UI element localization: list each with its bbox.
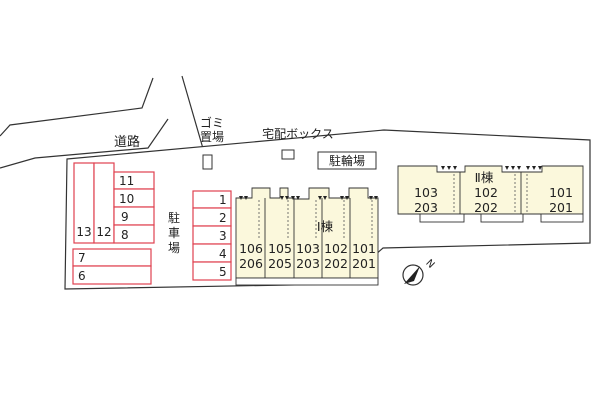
parking-label: 車 <box>168 226 180 240</box>
building-1-label: Ⅰ棟 <box>317 219 334 234</box>
parking-center-stack: 1 2 3 4 5 <box>192 190 232 281</box>
parking-number: 9 <box>121 210 129 224</box>
parking-label: 場 <box>168 241 180 255</box>
unit-upper: 101 <box>352 241 376 256</box>
unit-upper: 106 <box>239 241 263 256</box>
parking-label: 駐 <box>168 210 180 225</box>
building-1-dashes <box>258 200 373 240</box>
building-2: Ⅱ棟 103 203 102 202 101 201 <box>397 165 584 223</box>
bicycle-parking-box <box>317 151 377 170</box>
building-2-balcony <box>419 213 465 223</box>
parking-number: 4 <box>219 247 227 261</box>
garbage-label-2: 置場 <box>200 130 224 144</box>
road-label: 道路 <box>114 134 140 150</box>
garbage-label: ゴミ <box>200 115 224 130</box>
parking-number: 7 <box>78 251 86 265</box>
parking-number: 2 <box>219 211 227 225</box>
building-1-dividers <box>264 198 351 278</box>
parking-number: 6 <box>78 269 86 283</box>
unit-lower: 201 <box>352 256 376 271</box>
parking-left-horizontal: 7 6 <box>72 248 152 285</box>
parking-number: 13 <box>76 225 91 239</box>
parking-left-vertical: 13 12 <box>73 162 115 244</box>
parking-number: 5 <box>219 265 227 279</box>
unit-upper: 102 <box>474 185 498 200</box>
parking-number: 10 <box>119 192 134 206</box>
unit-upper: 105 <box>268 241 292 256</box>
unit-lower: 203 <box>414 200 438 215</box>
garbage-box <box>202 154 213 170</box>
parking-number: 3 <box>219 229 227 243</box>
unit-lower: 206 <box>239 256 263 271</box>
compass-label: N <box>423 258 436 271</box>
parking-number: 12 <box>96 225 111 239</box>
unit-lower: 201 <box>549 200 573 215</box>
unit-upper: 103 <box>414 185 438 200</box>
unit-lower: 202 <box>324 256 348 271</box>
building-2-balcony <box>540 213 584 223</box>
unit-upper: 102 <box>324 241 348 256</box>
parking-space <box>113 224 155 244</box>
bicycle-parking-label: 駐輪場 <box>329 153 365 168</box>
delivery-box-label: 宅配ボックス <box>262 126 334 141</box>
parking-number: 8 <box>121 228 129 242</box>
building-2-entrances <box>441 166 542 170</box>
parking-number: 11 <box>119 174 134 188</box>
building-2-dividers <box>459 172 522 214</box>
unit-upper: 101 <box>549 185 573 200</box>
parking-space <box>113 206 155 226</box>
unit-lower: 202 <box>474 200 498 215</box>
parking-space <box>72 265 152 285</box>
building-2-balcony <box>480 213 524 223</box>
building-1-balcony <box>235 277 379 286</box>
unit-lower: 203 <box>296 256 320 271</box>
road-lines <box>0 75 205 169</box>
building-1-entrances <box>239 196 378 200</box>
delivery-box <box>281 149 295 160</box>
parking-number: 1 <box>219 193 227 207</box>
unit-upper: 103 <box>296 241 320 256</box>
parking-space <box>192 261 232 281</box>
building-2-label: Ⅱ棟 <box>475 170 494 185</box>
unit-lower: 205 <box>268 256 292 271</box>
building-1: Ⅰ棟 106 206 105 205 103 203 102 202 101 2… <box>235 187 379 286</box>
parking-left-stack: 11 10 9 8 <box>113 171 155 244</box>
compass-icon: N <box>402 258 436 286</box>
